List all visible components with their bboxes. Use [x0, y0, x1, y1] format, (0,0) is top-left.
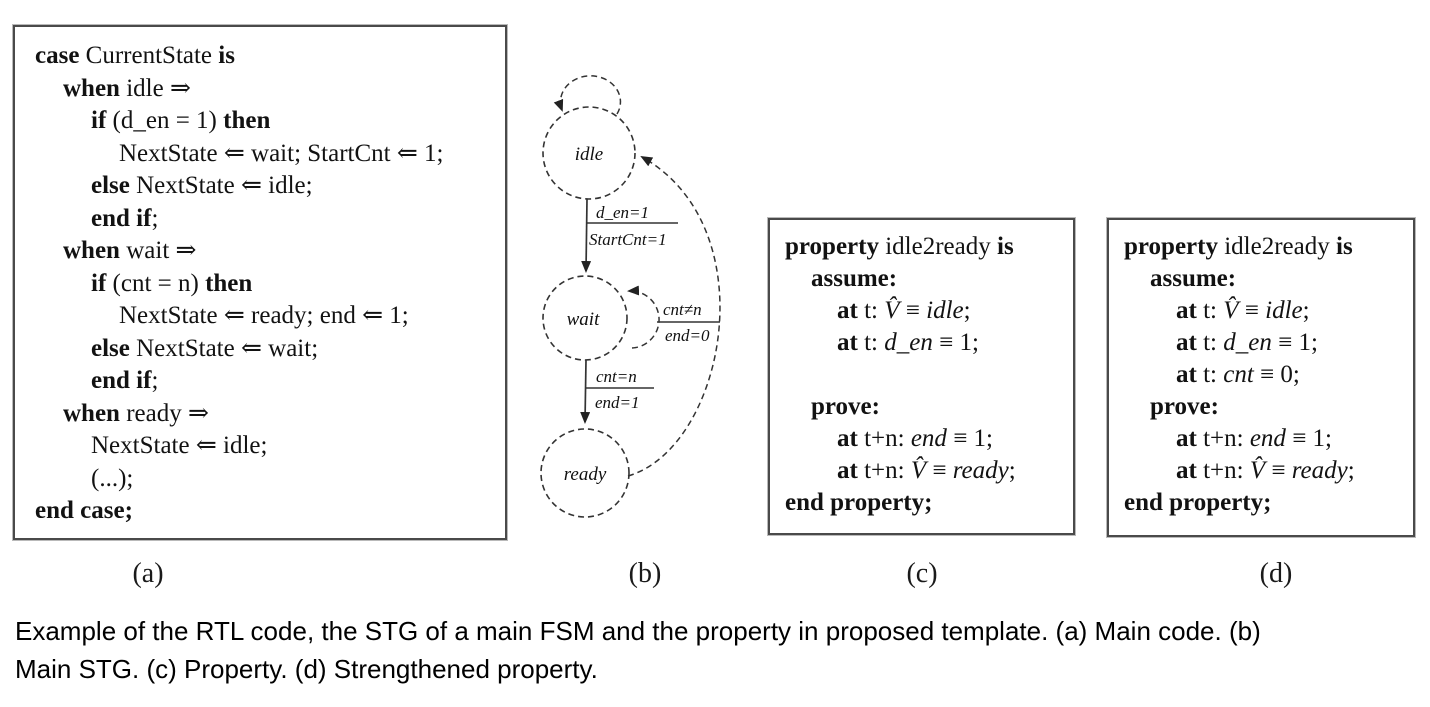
- figure-caption: Example of the RTL code, the STG of a ma…: [15, 612, 1420, 688]
- transition-action: StartCnt=1: [589, 230, 667, 249]
- state-circle-ready: [540, 428, 630, 518]
- code-line: (...);: [91, 464, 134, 492]
- property-line: at t+n: end ≡ 1;: [1176, 425, 1332, 452]
- code-line: end case;: [35, 497, 133, 524]
- property-line: at t+n: V̂ ≡ ready;: [1176, 457, 1355, 484]
- property-line: at t+n: end ≡ 1;: [837, 425, 993, 452]
- code-line: case CurrentState is: [35, 42, 235, 69]
- property-line: prove:: [811, 393, 880, 420]
- state-label-idle: idle: [575, 144, 604, 165]
- wait-to-ready-arrow: [580, 359, 591, 424]
- panel-label-d: (d): [1259, 558, 1293, 589]
- idle-to-wait-arrow: [581, 198, 592, 273]
- property-line: at t: V̂ ≡ idle;: [837, 297, 971, 324]
- code-line: else NextState ⇐ idle;: [91, 172, 313, 199]
- transition-condition: cnt≠n: [663, 300, 702, 319]
- stg-diagram: d_en=1 StartCnt=1 cnt≠n end=0 cnt=n end=…: [540, 75, 721, 518]
- state-label-ready: ready: [564, 464, 607, 485]
- code-line: end if;: [91, 204, 159, 232]
- transition-condition: cnt=n: [596, 367, 637, 386]
- code-line: when idle ⇒: [63, 74, 191, 102]
- property-line: at t: V̂ ≡ idle;: [1176, 297, 1310, 324]
- property-line: property idle2ready is: [785, 233, 1014, 260]
- property-line: at t: d_en ≡ 1;: [1176, 329, 1318, 356]
- property-line: assume:: [1150, 265, 1237, 292]
- code-line: NextState ⇐ idle;: [91, 432, 268, 459]
- code-line: else NextState ⇐ wait;: [91, 334, 319, 362]
- panel-label-b: (b): [628, 558, 662, 589]
- code-line: when ready ⇒: [63, 399, 209, 427]
- property-line: [785, 359, 1071, 391]
- wait-self-loop-arrow: [627, 285, 660, 349]
- property-box: property idle2ready is assume: at t: V̂ ≡ …: [768, 218, 1075, 535]
- transition-action: end=1: [595, 393, 640, 412]
- panel-label-c: (c): [906, 558, 938, 589]
- property-line: end property;: [785, 489, 933, 516]
- property-line: prove:: [1150, 393, 1219, 420]
- property-line: at t: cnt ≡ 0;: [1176, 361, 1300, 388]
- transition-action: end=0: [665, 326, 710, 345]
- ready-to-idle-arrow: [627, 156, 721, 477]
- idle-self-loop-arrow: [553, 75, 622, 115]
- property-line: assume:: [811, 265, 898, 292]
- code-line: NextState ⇐ wait; StartCnt ⇐ 1;: [119, 139, 444, 167]
- state-circle-idle: [542, 106, 636, 200]
- code-line: if (d_en = 1) then: [91, 107, 271, 134]
- caption-line-1: Example of the RTL code, the STG of a ma…: [15, 616, 1261, 646]
- code-line: when wait ⇒: [63, 237, 197, 264]
- state-circle-wait: [542, 275, 628, 361]
- strengthened-property-box: property idle2ready is assume: at t: V̂ ≡ …: [1107, 218, 1415, 537]
- panel-label-a: (a): [132, 558, 164, 589]
- code-line: end if;: [91, 367, 159, 394]
- state-label-wait: wait: [567, 309, 600, 330]
- property-line: end property;: [1124, 489, 1272, 516]
- property-line: property idle2ready is: [1124, 233, 1353, 260]
- transition-condition: d_en=1: [596, 203, 649, 222]
- property-line: at t: d_en ≡ 1;: [837, 329, 979, 356]
- code-line: if (cnt = n) then: [91, 269, 253, 297]
- code-line: NextState ⇐ ready; end ⇐ 1;: [119, 302, 409, 329]
- rtl-code-box: case CurrentState is when idle ⇒ if (d_en …: [13, 25, 507, 540]
- property-line: at t+n: V̂ ≡ ready;: [837, 457, 1016, 484]
- caption-line-2: Main STG. (c) Property. (d) Strengthened…: [15, 654, 598, 684]
